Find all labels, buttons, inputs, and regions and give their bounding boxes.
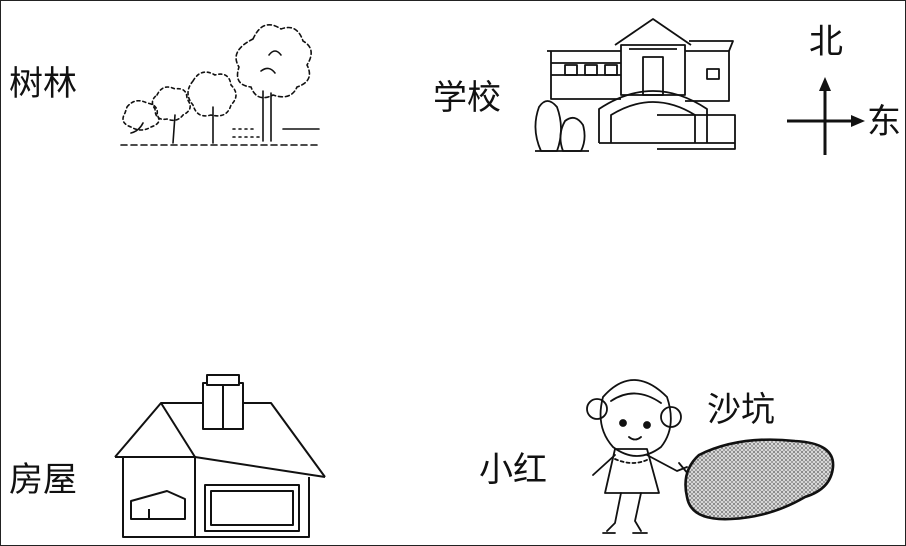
compass-north-label: 北 [809, 22, 843, 62]
house-label: 房屋 [9, 460, 77, 500]
compass-arrows-icon [783, 77, 865, 157]
house-icon [111, 373, 327, 543]
school-label: 学校 [433, 78, 501, 118]
girl-icon [575, 367, 693, 543]
sandpit-label: 沙坑 [707, 390, 775, 430]
forest-label: 树林 [9, 64, 77, 104]
school-building-icon [529, 11, 739, 157]
forest-icon [113, 11, 325, 153]
xiaohong-label: 小红 [479, 450, 547, 490]
sandpit-icon [681, 435, 837, 525]
compass-east-label: 东 [867, 102, 901, 142]
